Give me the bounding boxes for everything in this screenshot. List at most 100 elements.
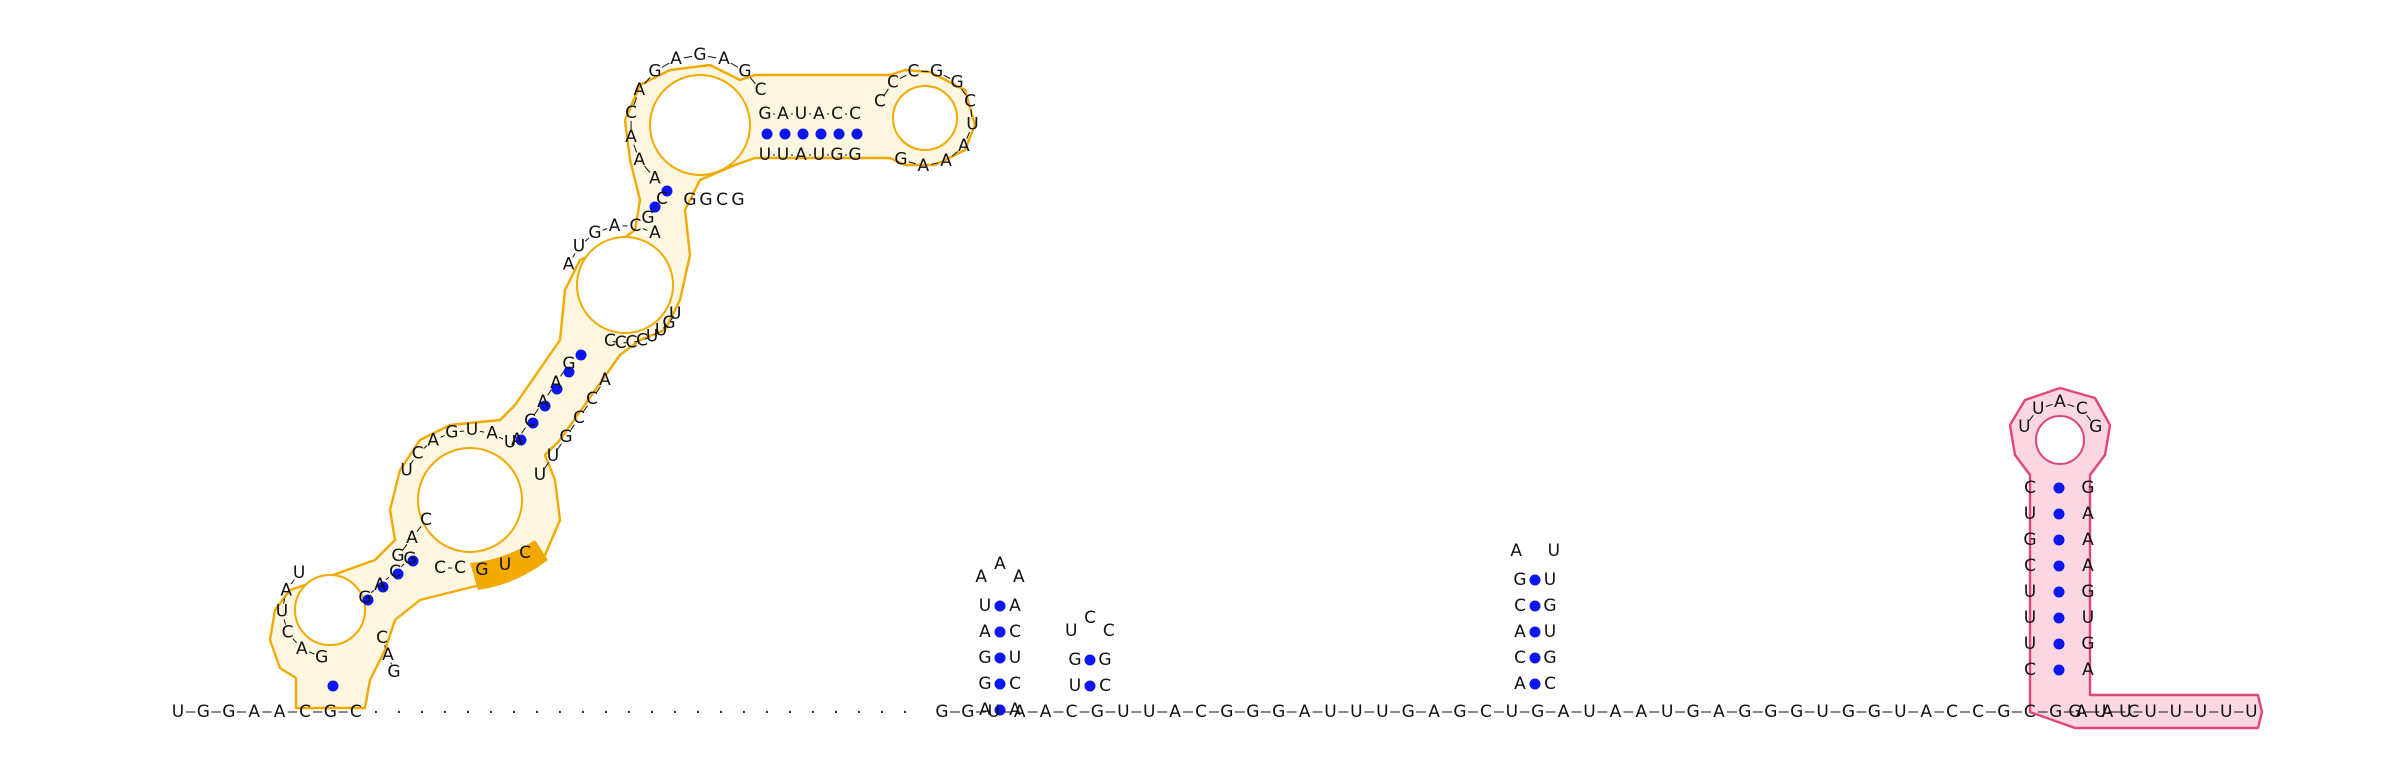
pink-right-stem: A <box>2082 660 2094 680</box>
middle-strand: G <box>1842 702 1855 722</box>
orange-loop4: A <box>670 49 682 69</box>
backbone-bond <box>899 74 907 80</box>
backbone-bond <box>970 109 973 117</box>
middle-strand: A <box>2102 702 2114 722</box>
backbone-bond <box>544 462 549 469</box>
orange-loop4: A <box>625 127 637 147</box>
gap-dot: . <box>833 698 838 718</box>
small-hairpin-1-right: A <box>1009 700 1021 720</box>
orange-stem1: G <box>403 549 416 569</box>
pink-right-stem: G <box>2081 582 2094 602</box>
orange-loop3-right: U <box>669 304 681 324</box>
middle-strand: G <box>1091 702 1104 722</box>
middle-strand: U <box>1583 702 1595 722</box>
orange-stem5-bottom: G <box>848 145 861 165</box>
pink-right-stem: U <box>2082 608 2094 628</box>
orange-domain-outline <box>268 63 977 710</box>
orange-loop3-right: C <box>636 330 648 350</box>
middle-strand: C <box>1480 702 1492 722</box>
strand-5prime: A <box>248 702 260 722</box>
base-pair-dot <box>575 349 587 361</box>
middle-strand: C <box>1946 702 1958 722</box>
orange-loop2: A <box>486 424 498 444</box>
small-hairpin-1-loop: A <box>1013 567 1025 587</box>
backbone-bond <box>662 324 668 329</box>
middle-strand: U <box>1117 702 1129 722</box>
orange-stem3-right: C <box>586 389 598 409</box>
orange-stem3: A <box>511 430 523 450</box>
orange-loop3: G <box>588 223 601 243</box>
strand-5prime: G <box>197 702 210 722</box>
backbone-bond <box>390 662 392 665</box>
orange-loop4: G <box>648 61 661 81</box>
pink-loop: U <box>2018 417 2030 437</box>
orange-loop1: U <box>276 602 288 622</box>
middle-strand: G <box>1453 702 1466 722</box>
base-pair-dot <box>392 568 404 580</box>
orange-hairpin-loop: G <box>894 150 907 170</box>
base-pair-dot <box>2053 482 2065 494</box>
small-hairpin-1-loop: A <box>994 554 1006 574</box>
gap-dot: . <box>626 698 631 718</box>
base-pair-dot <box>2053 586 2065 598</box>
orange-stem5-bottom: U <box>813 145 825 165</box>
orange-hairpin-loop: U <box>966 115 978 135</box>
middle-strand: C <box>1972 702 1984 722</box>
base-pair-dot <box>649 201 661 213</box>
orange-highlight-nt: G <box>475 560 488 580</box>
middle-strand: G <box>1738 702 1751 722</box>
orange-stem3-right: G <box>559 427 572 447</box>
base-pair-dot <box>2053 664 2065 676</box>
middle-strand: U <box>1816 702 1828 722</box>
gap-dot: . <box>764 698 769 718</box>
middle-strand: U <box>1661 702 1673 722</box>
base-pair-dot <box>994 600 1006 612</box>
gap-dot: . <box>879 698 884 718</box>
middle-strand: C <box>1195 702 1207 722</box>
middle-strand: A <box>2076 702 2088 722</box>
strand-3prime: U <box>2170 702 2182 722</box>
orange-hairpin-loop: C <box>874 92 886 112</box>
backbone-bond <box>290 579 295 585</box>
orange-domain-stem-gap <box>760 92 890 140</box>
middle-strand: U <box>1894 702 1906 722</box>
base-pair-dot <box>994 704 1006 716</box>
backbone-bond <box>634 340 640 343</box>
strand-3prime: U <box>2094 702 2106 722</box>
gap-dot: . <box>442 698 447 718</box>
orange-stem1: A <box>374 575 386 595</box>
backbone-bond <box>961 88 967 96</box>
orange-hairpin-loop: A <box>918 156 930 176</box>
orange-stem5-top: G <box>758 104 771 124</box>
orange-stem5-top: A <box>777 104 789 124</box>
backbone-bond <box>654 331 660 336</box>
base-pair-dot <box>551 383 563 395</box>
middle-strand: U <box>1143 702 1155 722</box>
middle-strand: C <box>2127 702 2139 722</box>
backbone-bond <box>479 430 485 433</box>
orange-loop4-bottom: C <box>716 190 728 210</box>
small-hairpin-3-right: G <box>1543 596 1556 616</box>
gap-dot: . <box>488 698 493 718</box>
backbone-bond <box>644 77 651 85</box>
middle-strand: C <box>1066 702 1078 722</box>
orange-highlight-nt: C <box>519 543 531 563</box>
base-pair-dot <box>2053 612 2065 624</box>
pink-loop: U <box>2032 399 2044 419</box>
small-hairpin-3-loop: U <box>1548 541 1560 561</box>
gap-dot: . <box>465 698 470 718</box>
base-pair-dot <box>527 417 539 429</box>
orange-loop2: A <box>427 430 439 450</box>
middle-strand: U <box>1350 702 1362 722</box>
pink-left-stem: U <box>2024 634 2036 654</box>
orange-stem5-top: A <box>813 104 825 124</box>
gap-dot: . <box>649 698 654 718</box>
backbone-bond <box>633 144 638 153</box>
orange-stem3-right: U <box>534 465 546 485</box>
backbone-bond <box>908 161 916 165</box>
orange-stem5-top: U <box>795 104 807 124</box>
small-hairpin-2-right: G <box>1098 650 1111 670</box>
gap-dot: . <box>787 698 792 718</box>
backbone-bond <box>707 55 717 59</box>
